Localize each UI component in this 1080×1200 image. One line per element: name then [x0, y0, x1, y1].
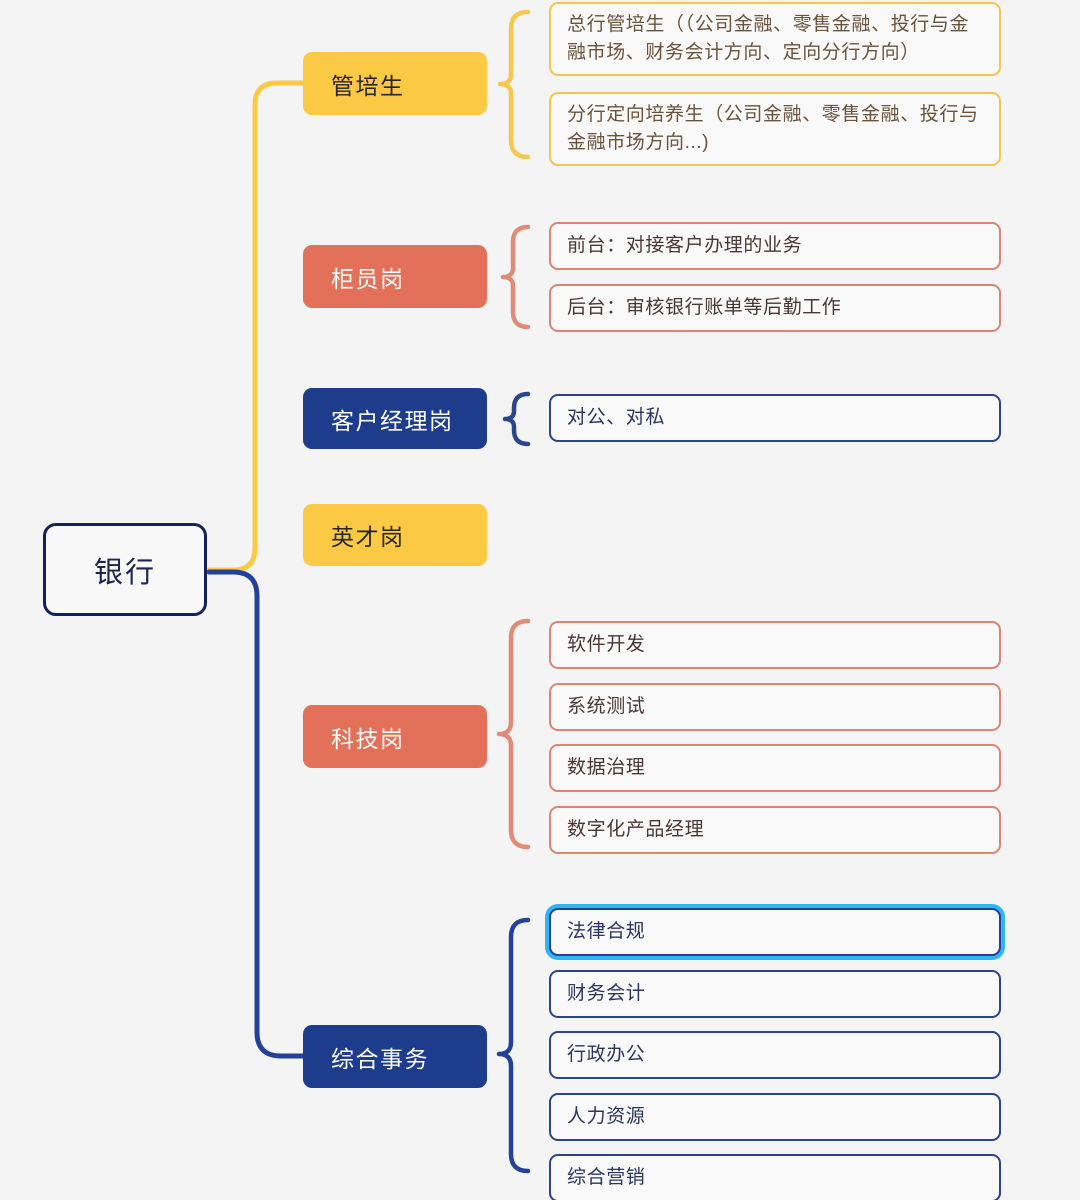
leaf-label: 分行定向培养生（公司金融、零售金融、投行与金融市场方向...)	[567, 103, 979, 154]
leaf-card-shuzihua-chanpin-jingli[interactable]: 数字化产品经理	[549, 806, 1001, 854]
leaf-label: 综合营销	[567, 1166, 646, 1188]
leaf-card-renli-ziyuan[interactable]: 人力资源	[549, 1093, 1001, 1141]
leaf-card-qiantai[interactable]: 前台：对接客户办理的业务	[549, 222, 1001, 270]
leaf-card-zonghe-yingxiao[interactable]: 综合营销	[549, 1154, 1001, 1200]
leaf-label: 后台：审核银行账单等后勤工作	[567, 296, 842, 318]
leaf-card-falv-hegui[interactable]: 法律合规	[549, 908, 1001, 956]
branch-label: 柜员岗	[331, 265, 405, 292]
leaf-label: 财务会计	[567, 982, 646, 1004]
branch-label: 科技岗	[331, 725, 405, 752]
branch-node-yingcaigang[interactable]: 英才岗	[303, 504, 487, 566]
leaf-label: 系统测试	[567, 695, 646, 717]
leaf-card-shuju-zhili[interactable]: 数据治理	[549, 744, 1001, 792]
branch-label: 客户经理岗	[331, 407, 454, 434]
leaf-label: 数字化产品经理	[567, 818, 705, 840]
branch-node-guiyuangang[interactable]: 柜员岗	[303, 245, 487, 308]
root-node-label: 银行	[93, 556, 156, 589]
leaf-label: 行政办公	[567, 1043, 646, 1065]
leaf-label: 对公、对私	[567, 406, 666, 428]
branch-node-zongheshiwu[interactable]: 综合事务	[303, 1025, 487, 1088]
leaf-card-xitong-ceshi[interactable]: 系统测试	[549, 683, 1001, 731]
root-node-bank[interactable]: 银行	[43, 523, 207, 616]
leaf-card-fenhang-dingxiang[interactable]: 分行定向培养生（公司金融、零售金融、投行与金融市场方向...)	[549, 92, 1001, 166]
branch-label: 综合事务	[331, 1045, 429, 1072]
branch-node-guanpeisheng[interactable]: 管培生	[303, 52, 487, 115]
leaf-label: 法律合规	[567, 920, 646, 942]
leaf-label: 总行管培生（（公司金融、零售金融、投行与金融市场、财务会计方向、定向分行方向）	[567, 13, 970, 64]
leaf-card-caiwu-kuaiji[interactable]: 财务会计	[549, 970, 1001, 1018]
leaf-card-duigong-duisi[interactable]: 对公、对私	[549, 394, 1001, 442]
leaf-card-zonghang-guanpeisheng[interactable]: 总行管培生（（公司金融、零售金融、投行与金融市场、财务会计方向、定向分行方向）	[549, 2, 1001, 76]
leaf-label: 数据治理	[567, 756, 646, 778]
leaf-card-ruanjian-kaifa[interactable]: 软件开发	[549, 621, 1001, 669]
leaf-label: 人力资源	[567, 1105, 646, 1127]
leaf-label: 前台：对接客户办理的业务	[567, 234, 803, 256]
leaf-label: 软件开发	[567, 633, 646, 655]
branch-label: 英才岗	[331, 524, 405, 550]
branch-label: 管培生	[331, 72, 405, 99]
branch-node-kehujingligang[interactable]: 客户经理岗	[303, 388, 487, 449]
branch-node-kejigang[interactable]: 科技岗	[303, 705, 487, 768]
leaf-card-xingzheng-bangong[interactable]: 行政办公	[549, 1031, 1001, 1079]
leaf-card-houtai[interactable]: 后台：审核银行账单等后勤工作	[549, 284, 1001, 332]
